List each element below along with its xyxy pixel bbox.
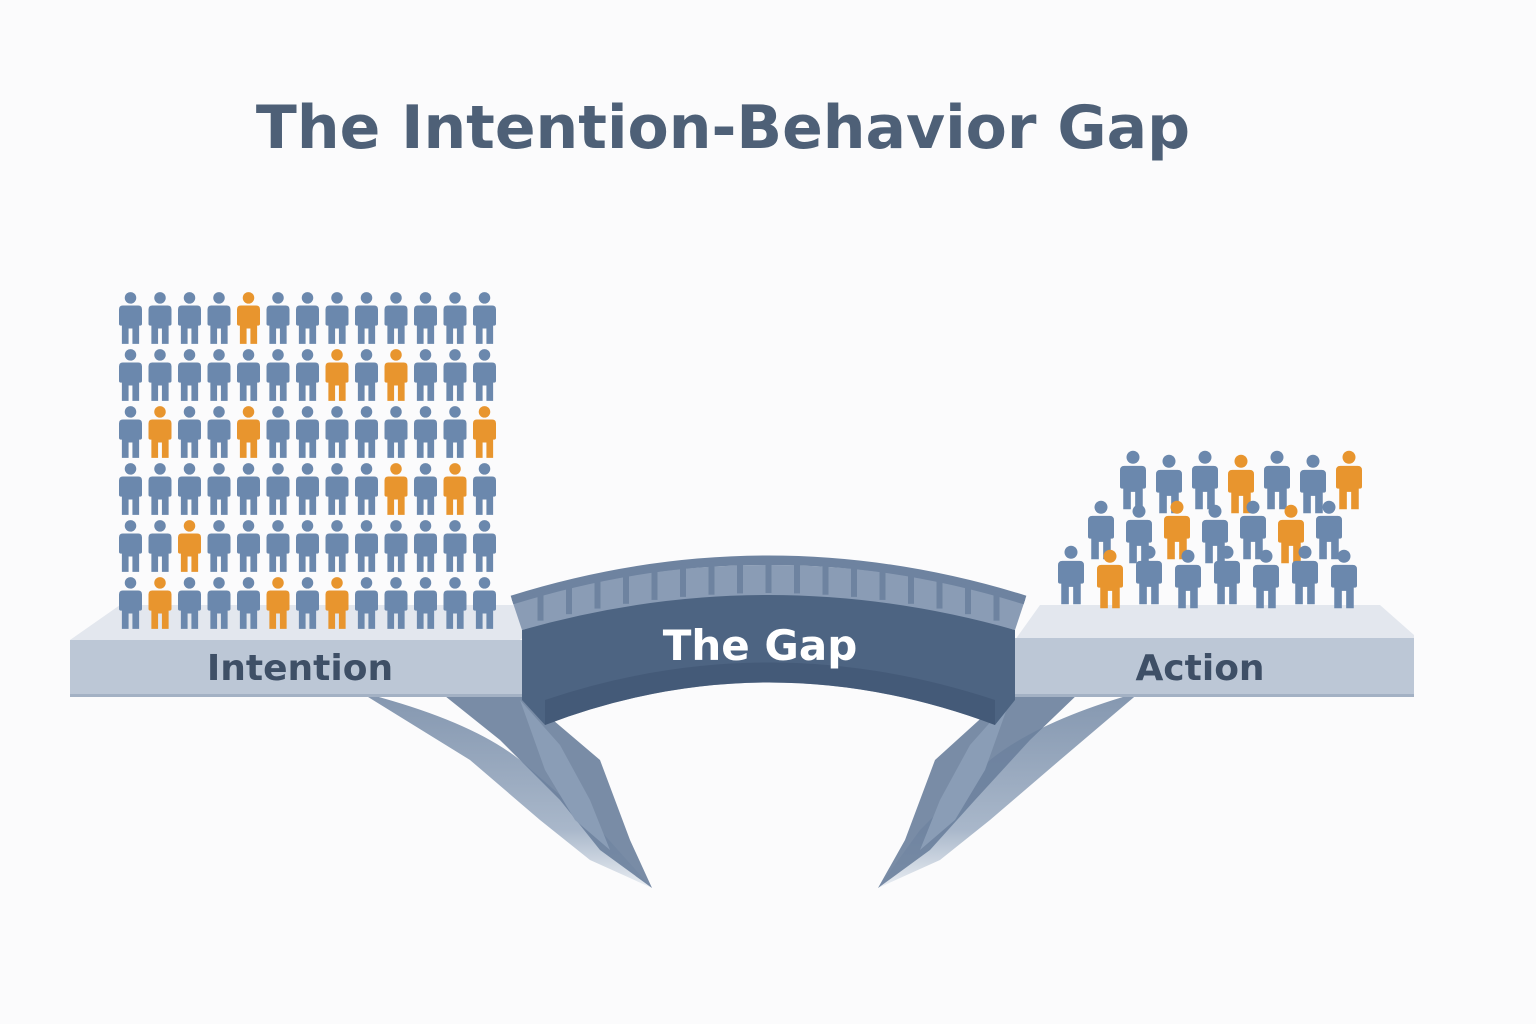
person-icon [119,349,142,401]
person-icon [296,463,319,515]
intention-label: Intention [207,648,393,689]
person-icon [296,349,319,401]
person-icon [355,463,378,515]
person-icon [237,292,260,344]
person-icon [1097,549,1123,609]
intention-people-group [119,292,496,629]
left-cliff [360,692,652,888]
right-cliff [878,692,1140,888]
person-icon [119,406,142,458]
person-icon [1264,450,1290,510]
person-icon [119,520,142,572]
person-icon [355,406,378,458]
person-icon [414,292,437,344]
action-label: Action [1135,648,1264,689]
person-icon [1136,545,1162,605]
person-icon [266,349,290,401]
person-icon [266,463,290,515]
person-icon [1192,450,1218,510]
person-icon [325,406,349,458]
person-icon [443,292,467,344]
person-icon [414,349,437,401]
person-icon [355,349,378,401]
person-icon [443,520,467,572]
gap-label: The Gap [663,621,858,670]
person-icon [355,292,378,344]
person-icon [148,463,172,515]
person-icon [384,520,408,572]
person-icon [296,520,319,572]
person-icon [266,520,290,572]
person-icon [473,406,496,458]
person-icon [296,292,319,344]
person-icon [1120,450,1146,510]
person-icon [384,463,408,515]
person-icon [178,292,201,344]
person-icon [443,406,467,458]
person-icon [207,349,231,401]
person-icon [414,406,437,458]
person-icon [178,406,201,458]
person-icon [237,520,260,572]
person-icon [207,292,231,344]
person-icon [443,349,467,401]
person-icon [237,406,260,458]
person-icon [148,349,172,401]
person-icon [148,520,172,572]
person-icon [1058,545,1084,605]
person-icon [325,349,349,401]
person-icon [237,349,260,401]
person-icon [325,463,349,515]
person-icon [325,292,349,344]
person-icon [207,463,231,515]
person-icon [207,520,231,572]
person-icon [1300,454,1326,514]
person-icon [296,406,319,458]
person-icon [266,292,290,344]
person-icon [148,292,172,344]
person-icon [266,406,290,458]
person-icon [325,520,349,572]
person-icon [119,292,142,344]
person-icon [414,463,437,515]
person-icon [473,463,496,515]
person-icon [384,349,408,401]
person-icon [414,520,437,572]
action-people-group [1058,450,1362,609]
person-icon [384,406,408,458]
diagram-title: The Intention-Behavior Gap [256,93,1190,163]
person-icon [178,520,201,572]
bridge [510,555,1027,725]
person-icon [148,406,172,458]
person-icon [237,463,260,515]
person-icon [473,520,496,572]
person-icon [207,406,231,458]
person-icon [384,292,408,344]
person-icon [1336,450,1362,510]
person-icon [178,349,201,401]
person-icon [355,520,378,572]
person-icon [178,463,201,515]
person-icon [119,463,142,515]
action-platform [1015,605,1414,697]
person-icon [443,463,467,515]
person-icon [1175,549,1201,609]
person-icon [473,349,496,401]
person-icon [473,292,496,344]
